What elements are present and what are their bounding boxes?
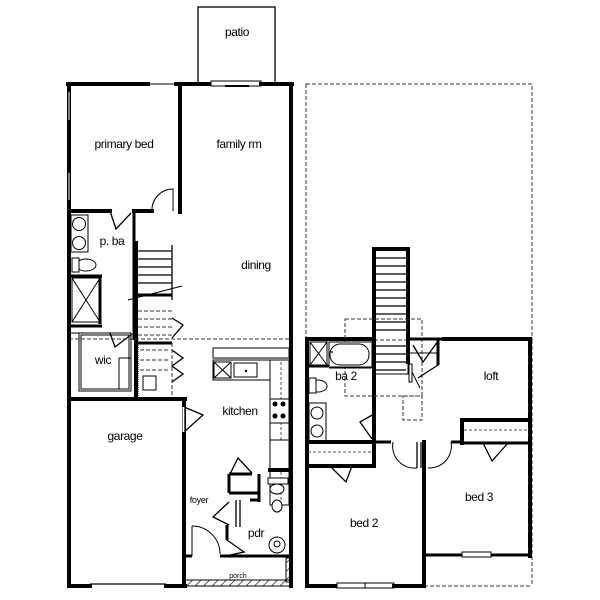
sink-icon [310, 424, 324, 438]
stairs-down [127, 250, 183, 336]
label-foyer: foyer [190, 495, 209, 505]
label-pdr: pdr [248, 526, 265, 540]
first-floor-exterior-walls [66, 80, 294, 588]
range-stove [269, 398, 290, 424]
sink-icon [268, 536, 286, 554]
label-loft: loft [484, 369, 499, 383]
bathroom-2 [305, 341, 376, 444]
kitchen-fixtures [212, 347, 293, 506]
sink-icon [72, 217, 86, 231]
burner-icon [280, 401, 286, 407]
label-ba-2: ba 2 [335, 369, 357, 383]
bed-3-closet [460, 418, 532, 463]
label-dining: dining [241, 258, 271, 272]
porch [184, 557, 292, 587]
powder-room [211, 456, 291, 558]
refrigerator [269, 439, 290, 471]
first-floor: patio primary bed family rm p. ba dining… [66, 6, 294, 588]
label-p-ba: p. ba [100, 234, 125, 248]
label-wic: wic [94, 353, 112, 367]
second-floor-walls [305, 337, 532, 589]
window [461, 551, 492, 558]
sink-icon [72, 236, 86, 250]
label-bed-2: bed 2 [350, 516, 379, 530]
second-floor: ba 2 loft bed 2 bed 3 [305, 83, 533, 589]
toilet-icon [271, 499, 283, 513]
bed-2-closet [305, 440, 376, 484]
stairs-up [372, 247, 410, 442]
first-floor-interior-walls [67, 82, 291, 588]
burner-icon [280, 413, 286, 419]
label-patio: patio [225, 25, 250, 39]
water-heater [142, 375, 157, 391]
label-family-rm: family rm [216, 137, 261, 151]
label-bed-3: bed 3 [465, 490, 494, 504]
label-porch: porch [229, 573, 247, 580]
label-primary-bed: primary bed [95, 137, 154, 151]
label-garage: garage [108, 429, 144, 443]
burner-icon [272, 413, 278, 419]
sink-icon [310, 406, 324, 420]
kitchen-island-bar [212, 347, 290, 359]
label-kitchen: kitchen [222, 404, 257, 418]
front-entry [184, 525, 221, 558]
burner-icon [272, 401, 278, 407]
patio [197, 6, 276, 84]
